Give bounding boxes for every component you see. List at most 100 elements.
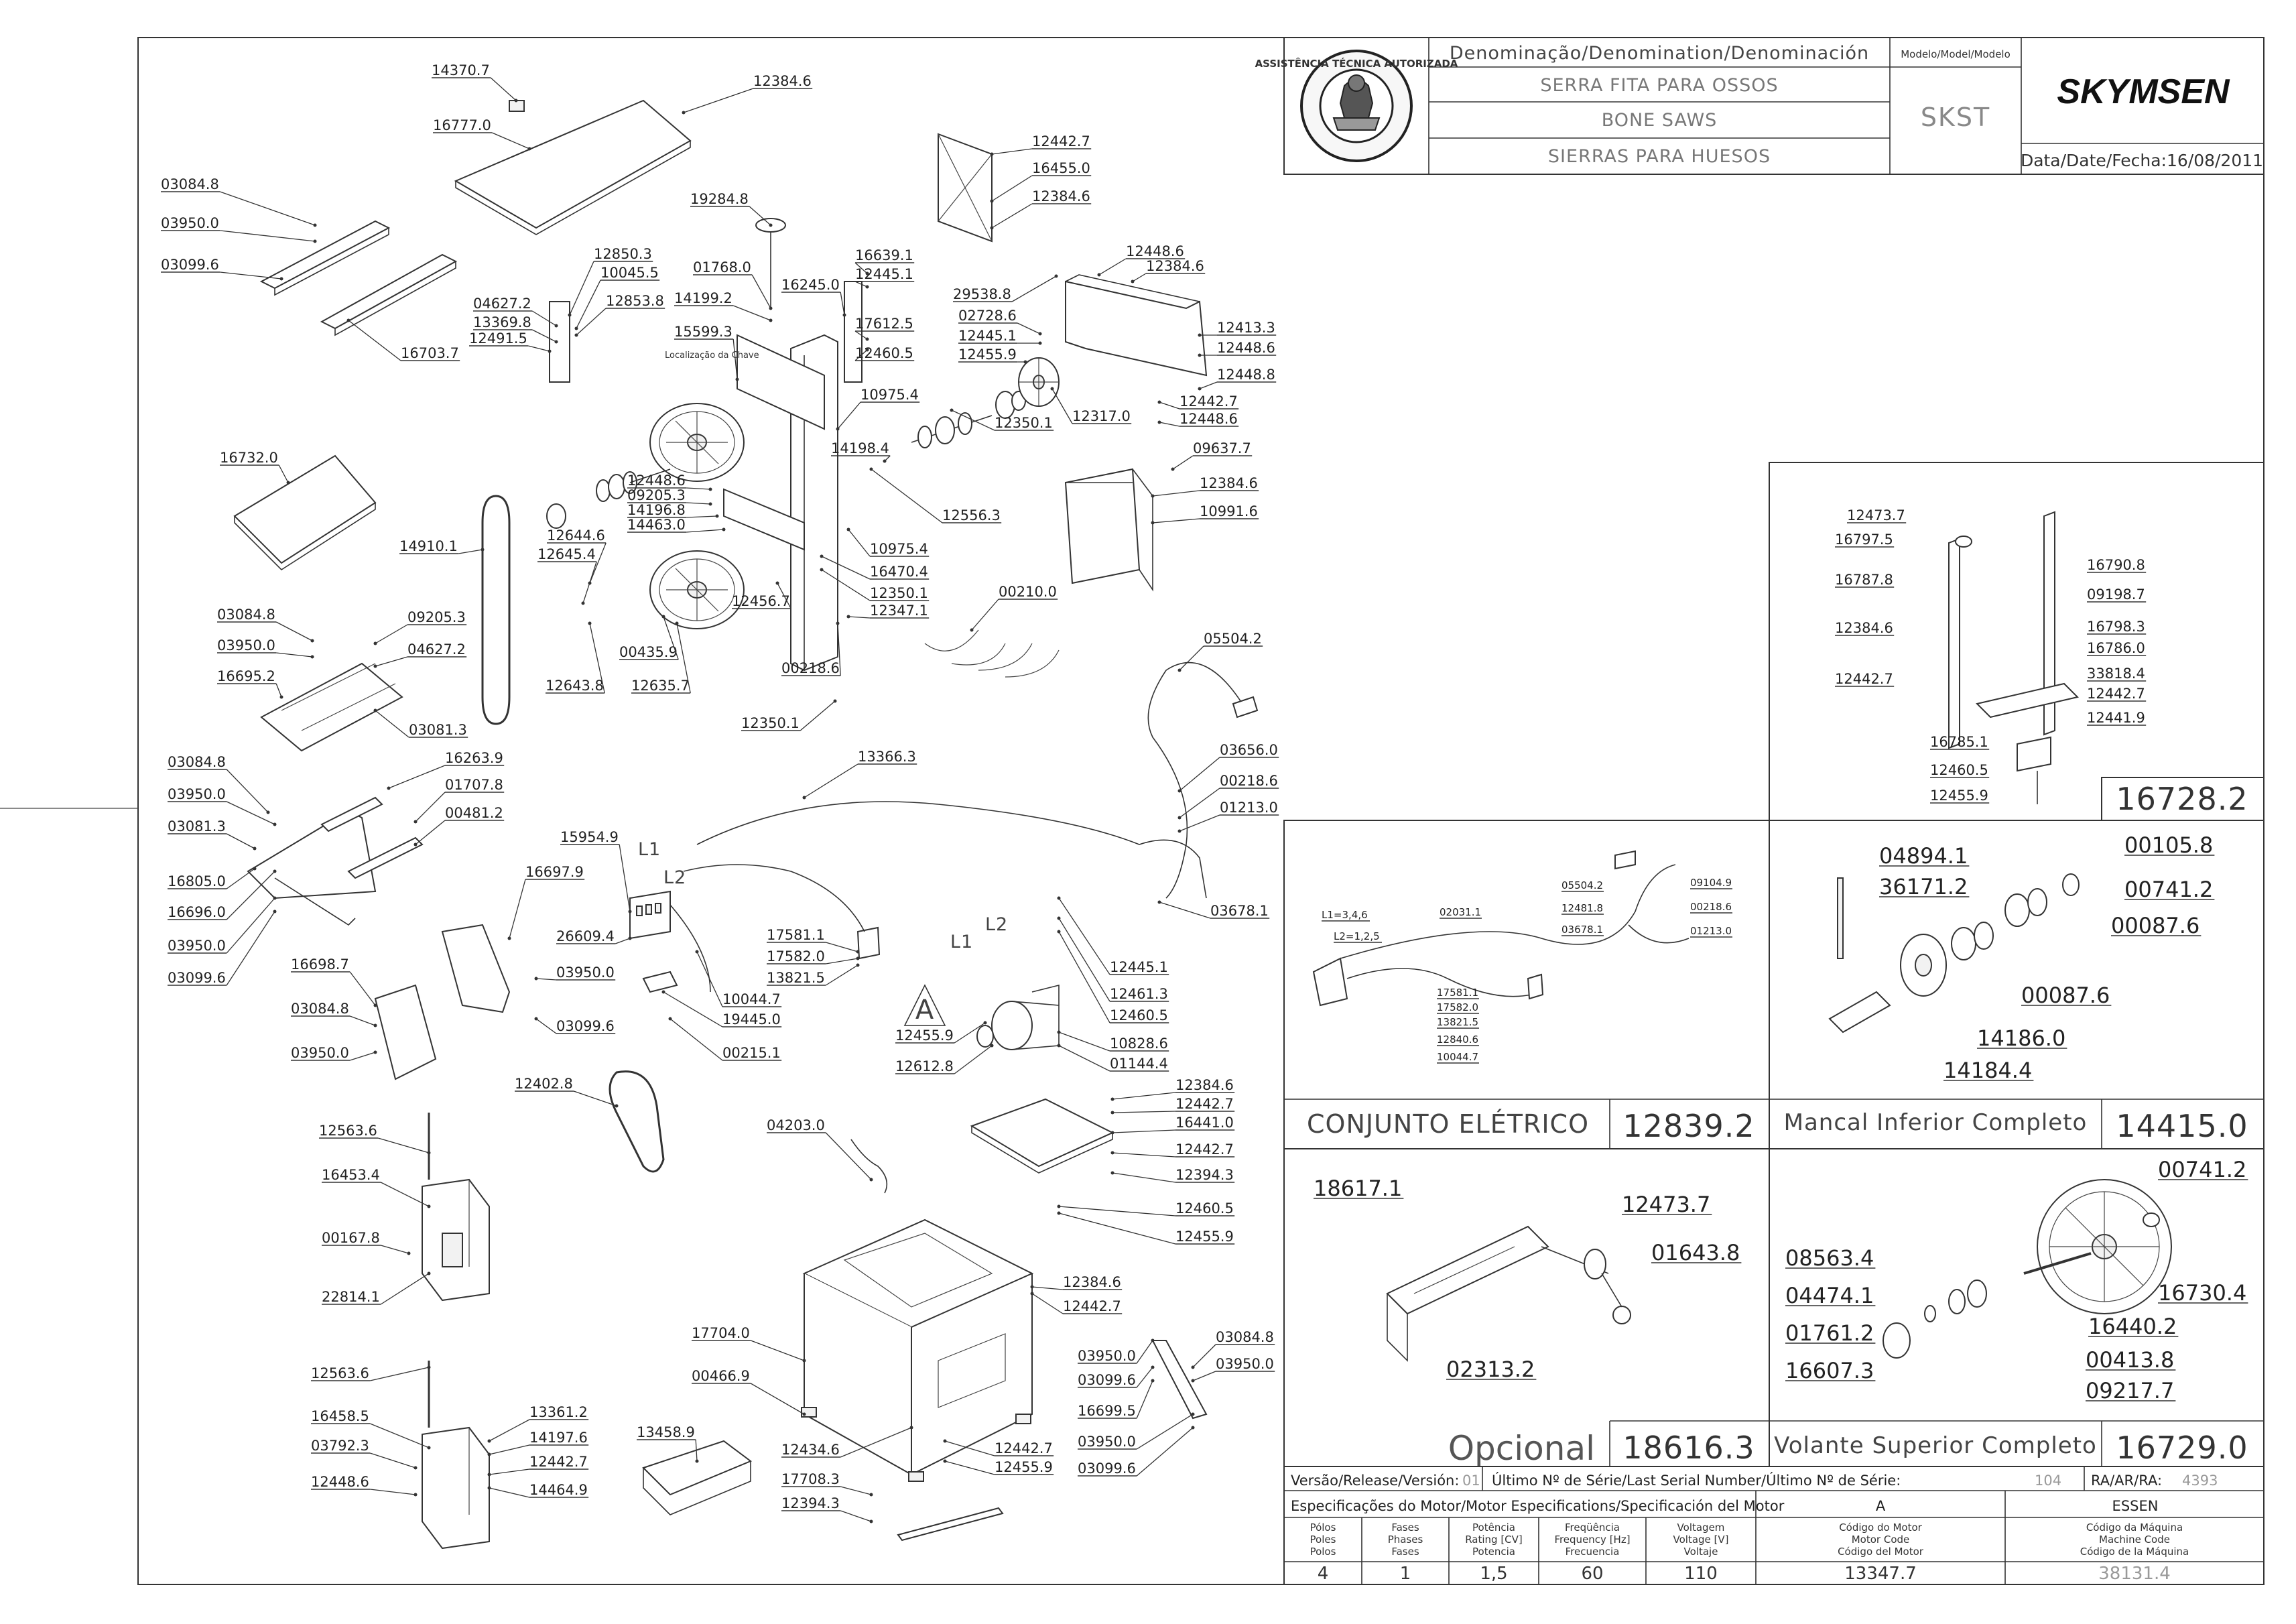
part-callout: 10991.6 — [1151, 503, 1259, 525]
part-callout: 03950.0 — [1191, 1356, 1275, 1383]
motor-spec-header: Voltage [V] — [1673, 1534, 1729, 1546]
callout-point — [568, 313, 572, 317]
part-callout: 00466.9 — [692, 1368, 806, 1416]
callout-point — [869, 1519, 873, 1523]
part-callout: 03678.1 — [1157, 900, 1270, 919]
callout-point — [413, 1466, 418, 1470]
denomination-header: Denominação/Denomination/Denominación — [1450, 43, 1869, 64]
part-number: 12461.3 — [1110, 986, 1168, 1002]
part-callout: 12461.3 — [1057, 916, 1169, 1002]
callout-point — [554, 324, 558, 328]
callout-point — [628, 936, 632, 940]
callout-point — [313, 239, 317, 243]
part-callout: 16639.1 — [854, 247, 915, 275]
part-number: 04474.1 — [1785, 1283, 1874, 1308]
part-number: 19284.8 — [690, 191, 749, 207]
motor-spec-value: 13347.7 — [1844, 1564, 1917, 1584]
callout-point — [990, 152, 994, 156]
part-number: 03950.0 — [556, 964, 615, 981]
part-number: 00741.2 — [2158, 1157, 2246, 1182]
label-motor-letter: A — [915, 995, 934, 1025]
callout-point — [1030, 1285, 1034, 1289]
part-number: L2=1,2,5 — [1334, 930, 1380, 942]
part-callout: 12384.6 — [1131, 258, 1206, 284]
part-callout: 01761.2 — [1785, 1320, 1876, 1346]
guide-bracket — [549, 301, 570, 383]
callout-point — [1110, 1131, 1114, 1135]
callout-leader — [573, 1090, 617, 1107]
part-number: 00466.9 — [692, 1368, 750, 1384]
part-callout: 03950.0 — [1078, 1338, 1155, 1364]
part-callout: 12350.1 — [820, 568, 930, 601]
callout-point — [273, 822, 277, 826]
part-number: 16696.0 — [168, 904, 226, 920]
part-number: 09205.3 — [407, 609, 466, 625]
part-callout: 17582.0 — [1437, 1001, 1479, 1014]
callout-point — [1038, 332, 1042, 336]
callout-point — [487, 1486, 491, 1490]
eletrico-title: CONJUNTO ELÉTRICO — [1307, 1109, 1589, 1139]
part-number: 03081.3 — [409, 722, 467, 738]
callout-leader — [531, 329, 557, 342]
callout-point — [820, 554, 824, 558]
part-callout: 12635.7 — [631, 621, 691, 694]
callout-point — [487, 1439, 491, 1443]
part-number: 00210.0 — [999, 584, 1057, 600]
cable-harness — [669, 801, 1207, 993]
callout-point — [1198, 353, 1202, 357]
part-callout: 12413.3 — [1198, 320, 1277, 337]
part-callout: 12442.7 — [1030, 1292, 1123, 1314]
part-callout: 16607.3 — [1785, 1358, 1876, 1383]
part-callout: 12491.5 — [469, 330, 552, 353]
callout-point — [865, 271, 869, 275]
part-callout: 12394.3 — [1110, 1167, 1235, 1183]
electrical-box — [422, 1113, 490, 1302]
mancal-code: 14415.0 — [2116, 1108, 2248, 1144]
callout-point — [1057, 896, 1061, 900]
part-number: 18617.1 — [1314, 1176, 1402, 1201]
part-callout: 12481.8 — [1561, 902, 1604, 915]
part-number: 01643.8 — [1651, 1240, 1740, 1265]
motor-spec-header: Código del Motor — [1838, 1546, 1924, 1558]
callout-leader — [732, 338, 738, 380]
part-callout: 00218.6 — [781, 621, 841, 676]
part-number: 03099.6 — [1078, 1460, 1136, 1477]
model-header: Modelo/Model/Modelo — [1901, 48, 2011, 60]
part-callout: 16777.0 — [433, 117, 531, 151]
callout-leader — [369, 1423, 430, 1448]
callout-leader — [275, 621, 313, 641]
callout-leader — [535, 978, 557, 981]
callout-point — [1151, 1379, 1155, 1383]
callout-point — [708, 487, 712, 491]
part-callout: 03084.8 — [161, 176, 317, 227]
callout-leader — [1058, 1045, 1110, 1072]
part-number: 04627.2 — [407, 641, 466, 658]
lower-frame-1 — [260, 662, 403, 752]
callout-leader — [220, 230, 316, 242]
callout-point — [708, 502, 712, 506]
motor-spec-value: 1 — [1400, 1564, 1411, 1584]
callout-leader — [1017, 322, 1041, 334]
part-callout: 12445.1 — [958, 328, 1042, 345]
callout-point — [1191, 1379, 1195, 1383]
callout-point — [836, 427, 840, 431]
part-callout: 16790.8 — [2087, 557, 2147, 573]
callout-leader — [944, 1460, 995, 1475]
guia-code: 16728.2 — [2116, 781, 2248, 817]
part-callout: 01707.8 — [413, 777, 505, 824]
name-en: BONE SAWS — [1602, 110, 1718, 131]
part-callout: L1=3,4,6 — [1322, 909, 1370, 922]
upper-wheel — [649, 403, 745, 482]
ground-wire — [850, 1139, 888, 1194]
part-number: 00435.9 — [619, 644, 678, 660]
lower-wheel — [649, 550, 745, 629]
part-callout: 09104.9 — [1690, 877, 1732, 889]
part-callout: 09637.7 — [1171, 440, 1253, 471]
part-callout: 12442.7 — [1110, 1141, 1235, 1158]
part-number: 17581.1 — [767, 927, 825, 943]
callout-leader — [1136, 1380, 1153, 1419]
part-callout: 14196.8 — [627, 502, 719, 518]
part-callout: 16699.5 — [1078, 1379, 1155, 1419]
part-callout: 03950.0 — [168, 896, 277, 954]
motor-spec-header: Frequency [Hz] — [1554, 1534, 1630, 1546]
